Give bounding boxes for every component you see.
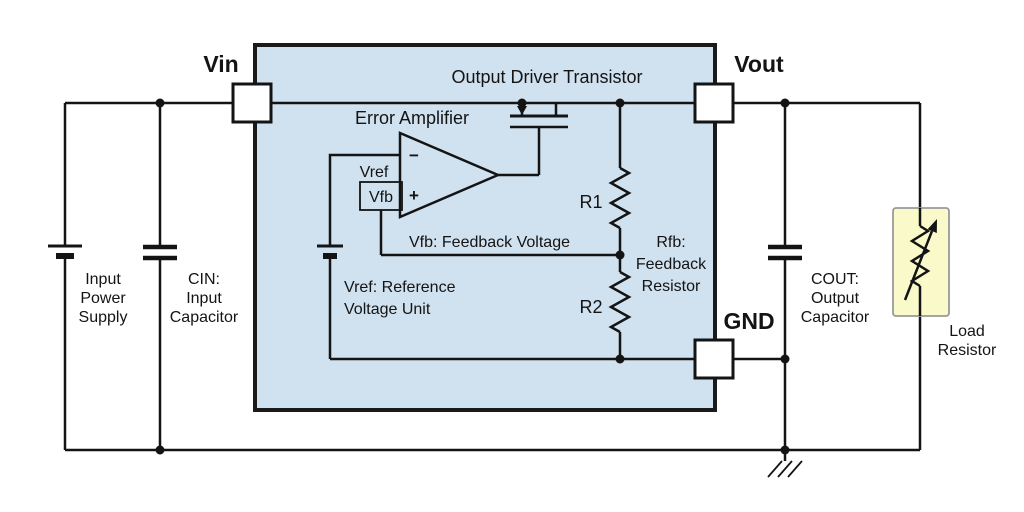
reference-voltage-battery: [317, 244, 343, 259]
vout-label: Vout: [734, 51, 784, 77]
vref-label: Vref: [360, 164, 389, 181]
rfb-note-line2: Feedback: [636, 256, 707, 273]
cout-label-line2: Output: [811, 290, 860, 307]
junction-dot: [615, 354, 625, 364]
output-capacitor: [768, 244, 802, 261]
junction-dot: [517, 98, 527, 108]
minus-input-sign: −: [409, 146, 419, 165]
cin-label-line3: Capacitor: [170, 309, 239, 326]
input-supply-label-line2: Power: [80, 290, 126, 307]
resistor-r1: [608, 166, 632, 230]
external-wiring: [63, 101, 922, 452]
rfb-note-line1: Rfb:: [656, 234, 685, 251]
junction-dots: [155, 98, 790, 455]
junction-dot: [780, 445, 790, 455]
vref-note-line2: Voltage Unit: [344, 301, 431, 318]
mosfet-arrow: [517, 106, 527, 115]
gnd-label: GND: [723, 308, 774, 334]
rfb-note-line3: Resistor: [642, 278, 701, 295]
resistor-r2: [608, 270, 632, 334]
vref-note-line1: Vref: Reference: [344, 279, 456, 296]
vout-terminal: [693, 82, 735, 124]
load-resistor: [892, 207, 950, 317]
junction-dot: [615, 250, 625, 260]
output-driver-label: Output Driver Transistor: [451, 67, 642, 87]
vfb-label: Vfb: [369, 189, 393, 206]
vin-terminal: [231, 82, 273, 124]
junction-dot: [155, 445, 165, 455]
r1-label: R1: [579, 192, 602, 212]
load-label-line1: Load: [949, 323, 985, 340]
input-supply-label-line1: Input: [85, 271, 121, 288]
junction-dot: [155, 98, 165, 108]
load-label-line2: Resistor: [938, 342, 997, 359]
cout-label-line1: COUT:: [811, 271, 859, 288]
error-amplifier: − +: [398, 131, 539, 219]
junction-dot: [780, 98, 790, 108]
cout-label-line3: Capacitor: [801, 309, 870, 326]
vfb-note: Vfb: Feedback Voltage: [409, 234, 570, 251]
variable-arrowhead: [927, 219, 937, 233]
junction-dot: [615, 98, 625, 108]
input-power-supply-battery: [48, 244, 82, 259]
vin-label: Vin: [203, 51, 238, 77]
cin-label-line2: Input: [186, 290, 222, 307]
cin-label-line1: CIN:: [188, 271, 220, 288]
internal-wiring: [271, 101, 695, 361]
variable-arrow: [903, 230, 934, 301]
vfb-box: Vfb: [359, 181, 403, 211]
r2-label: R2: [579, 297, 602, 317]
plus-input-sign: +: [409, 186, 419, 205]
input-supply-label-line3: Supply: [79, 309, 128, 326]
error-amplifier-label: Error Amplifier: [355, 108, 469, 128]
gnd-terminal: [693, 338, 735, 380]
junction-dot: [780, 354, 790, 364]
regulator-ic-block: [253, 43, 717, 412]
input-capacitor: [143, 244, 177, 261]
